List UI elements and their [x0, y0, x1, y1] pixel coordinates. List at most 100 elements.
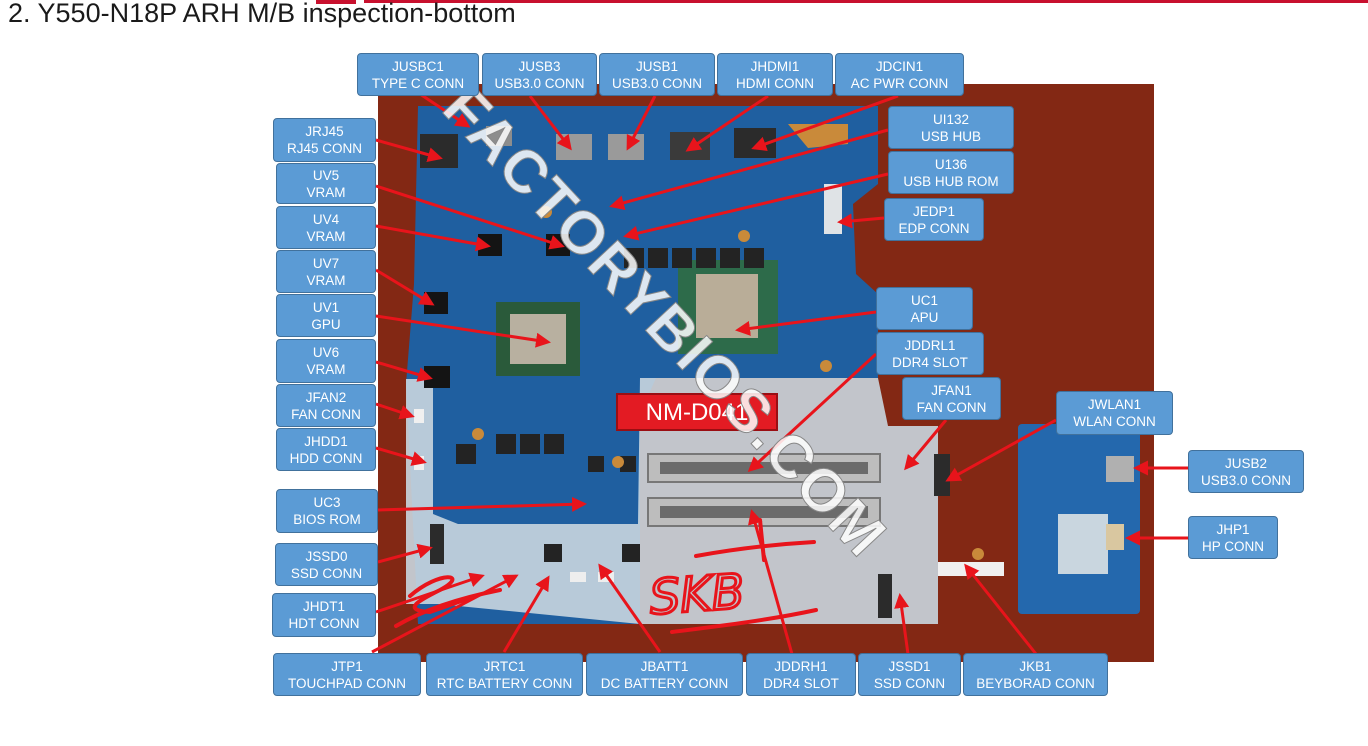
- callout-desc: VRAM: [306, 362, 346, 377]
- wlan-conn: [934, 454, 950, 496]
- callout-desc: HP CONN: [1201, 538, 1264, 554]
- callout-ref: JUSB1: [635, 58, 679, 74]
- callout-ref: JTP1: [331, 658, 363, 674]
- callout-desc: TYPE C CONN: [371, 75, 465, 91]
- callout-ref: JWLAN1: [1087, 397, 1142, 412]
- ssd-conn-jssd1: [878, 574, 892, 618]
- callout-desc: VRAM: [306, 184, 346, 200]
- callout-desc: RJ45 CONN: [286, 141, 362, 156]
- callout-ref: JHP1: [1216, 521, 1250, 537]
- callout-ref: UV7: [312, 255, 340, 271]
- callout-desc: GPU: [311, 316, 341, 332]
- callout-ref: JHDT1: [302, 599, 345, 614]
- callout-ref: JFAN1: [931, 382, 972, 398]
- ssd-conn-jssd0: [430, 524, 444, 564]
- vram-uv4: [478, 234, 502, 256]
- keyboard-conn: [938, 562, 1004, 576]
- callout-ref: UV4: [312, 211, 340, 227]
- callout-desc: FAN CONN: [916, 399, 987, 415]
- title-accent-bar: [316, 0, 356, 4]
- usb3-port-jusb3: [556, 134, 592, 160]
- callout-desc: DC BATTERY CONN: [600, 675, 729, 691]
- callout-desc: VRAM: [306, 228, 346, 244]
- motherboard-photo: [378, 84, 1154, 662]
- callout-desc: APU: [910, 309, 939, 325]
- callout-ref: JHDMI1: [750, 58, 800, 74]
- callout-ref: JSSD1: [888, 658, 931, 674]
- callout-desc: USB HUB ROM: [903, 173, 999, 189]
- callout-ref: JRTC1: [483, 658, 526, 674]
- vram-uv6: [424, 366, 450, 388]
- callout-ref: UV1: [312, 299, 340, 315]
- callout-ref: JDCIN1: [875, 58, 924, 74]
- page-title: 2. Y550-N18P ARH M/B inspection-bottom: [8, 0, 516, 28]
- callout-ref: U136: [934, 156, 968, 172]
- callout-ref: UC3: [313, 495, 341, 510]
- callout-desc: USB HUB: [920, 128, 981, 144]
- callout-ref: UC1: [910, 292, 938, 308]
- callout-ref: JUSB3: [518, 58, 561, 74]
- callout-desc: VRAM: [306, 272, 346, 288]
- callout-ref: JSSD0: [305, 548, 348, 564]
- callout-desc: BEYBORAD CONN: [976, 675, 1095, 691]
- callout-desc: HDD CONN: [289, 450, 363, 466]
- callout-desc: DDR4 SLOT: [763, 675, 839, 691]
- callout-ref: UV5: [312, 167, 340, 183]
- vram-uv7: [424, 292, 448, 314]
- callout-ref: JEDP1: [912, 203, 956, 219]
- callout-desc: SSD CONN: [873, 675, 946, 691]
- callout-desc: RTC BATTERY CONN: [436, 675, 573, 691]
- callout-ref: JUSB2: [1224, 455, 1268, 471]
- callout-ref: JRJ45: [305, 124, 344, 139]
- callout-desc: USB3.0 CONN: [1200, 472, 1292, 488]
- callout-desc: AC PWR CONN: [850, 75, 949, 91]
- callout-ref: JKB1: [1019, 658, 1052, 674]
- vram-uv5: [546, 234, 570, 256]
- callout-desc: HDMI CONN: [736, 75, 814, 91]
- callout-desc: EDP CONN: [898, 220, 970, 236]
- hdmi-port: [670, 132, 710, 160]
- callout-desc: HDT CONN: [288, 616, 360, 631]
- usb3-port-jusb1: [608, 134, 644, 160]
- rj45-port: [420, 134, 458, 168]
- title-accent-line: [364, 0, 1368, 3]
- dc-in-port: [734, 128, 776, 158]
- callout-ref: JDDRL1: [904, 337, 956, 353]
- callout-desc: USB3.0 CONN: [611, 75, 703, 91]
- callout-desc: FAN CONN: [291, 406, 361, 422]
- callout-ref: UI132: [932, 111, 970, 127]
- callout-ref: JBATT1: [640, 658, 689, 674]
- callout-ref: JUSBC1: [392, 58, 444, 74]
- callout-ref: JDDRH1: [774, 658, 828, 674]
- callout-desc: DDR4 SLOT: [892, 354, 968, 370]
